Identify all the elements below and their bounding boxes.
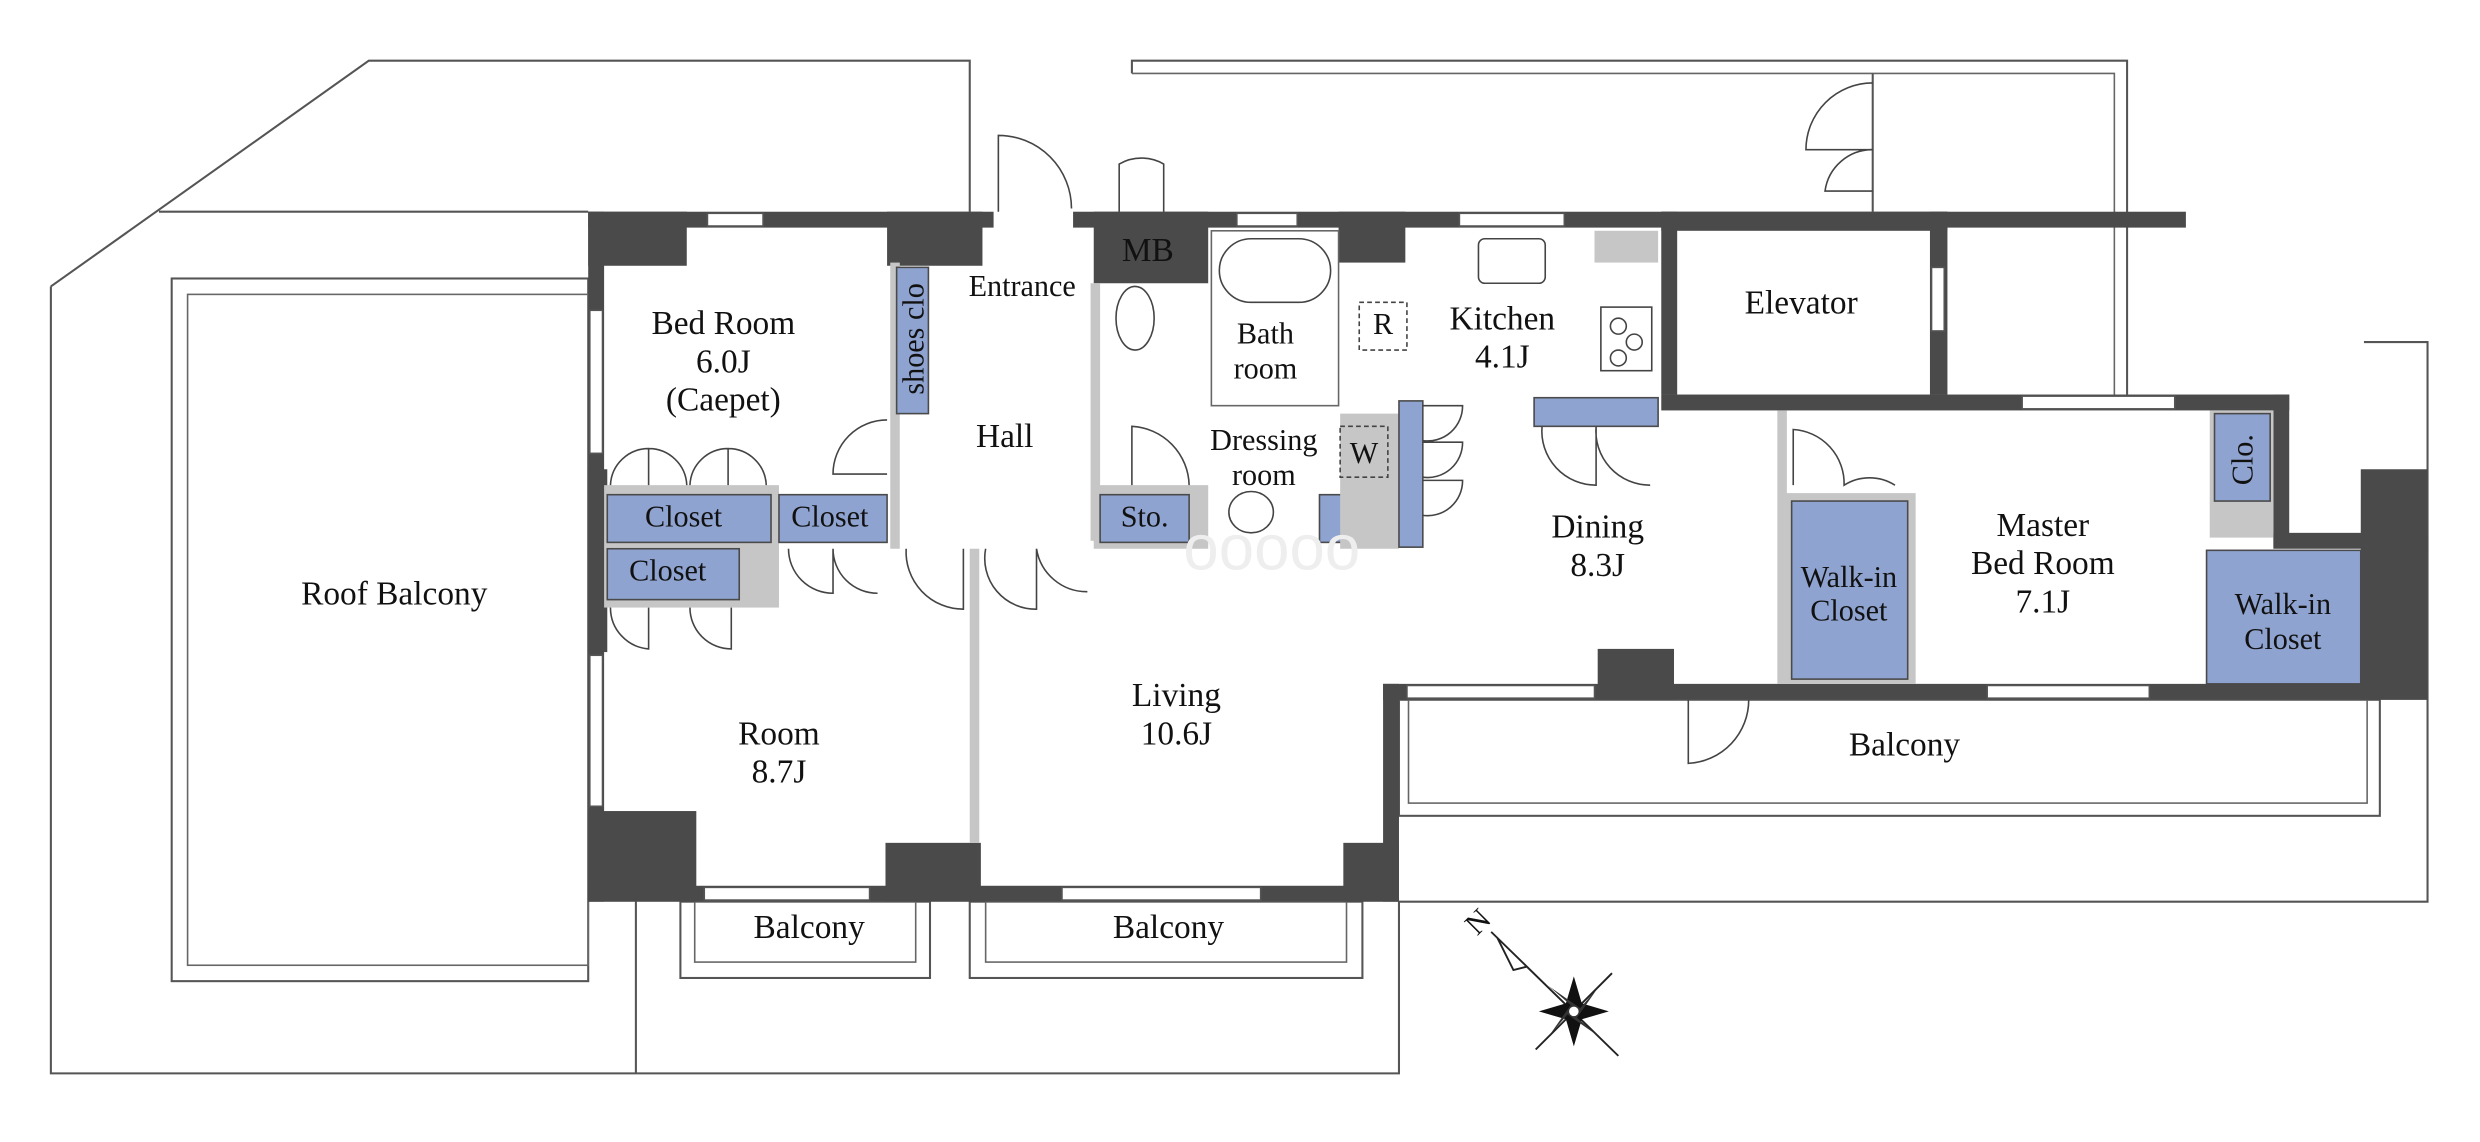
closets (604, 230, 2362, 685)
living-label: Living (1132, 677, 1221, 714)
bed-room-label: Bed Room (651, 305, 795, 342)
watermark: ooooo (1183, 512, 1360, 583)
bath-room-label-2: room (1234, 352, 1298, 386)
walk-in-closet-1-label-1: Walk-in (1801, 560, 1898, 594)
room-label: Room (738, 715, 820, 752)
balcony-right-label: Balcony (1849, 726, 1961, 763)
walk-in-closet-2-label-1: Walk-in (2235, 587, 2332, 621)
windows (588, 212, 2176, 901)
roof-balcony-label: Roof Balcony (301, 575, 488, 612)
closet-2-label: Closet (791, 499, 869, 533)
closet-1-label: Closet (645, 499, 723, 533)
master-bed-room-label-1: Master (1996, 507, 2089, 544)
bed-room-note: (Caepet) (666, 381, 781, 418)
washer-label: W (1350, 436, 1379, 470)
closet-3-label: Closet (629, 554, 707, 588)
bed-room-size: 6.0J (696, 343, 751, 380)
kitchen-size: 4.1J (1475, 339, 1530, 376)
fixtures (1115, 230, 1653, 534)
hall-label: Hall (976, 418, 1033, 455)
compass-north-label: N (1458, 902, 1498, 942)
dressing-room-label-2: room (1232, 458, 1296, 492)
walk-in-closet-2-label-2: Closet (2244, 622, 2322, 656)
shoes-closet-label: shoes clo (897, 283, 931, 395)
storage-label: Sto. (1121, 499, 1169, 533)
room-labels: Bed Room 6.0J (Caepet) Entrance shoes cl… (301, 232, 2331, 946)
master-bed-room-label-2: Bed Room (1971, 545, 2115, 582)
doors (609, 134, 1896, 765)
kitchen-label: Kitchen (1449, 300, 1555, 337)
balcony-center-label: Balcony (1113, 909, 1225, 946)
mb-label: MB (1122, 232, 1174, 269)
elevator-label: Elevator (1745, 284, 1858, 321)
bath-room-label-1: Bath (1237, 317, 1294, 351)
entrance-label: Entrance (969, 269, 1076, 303)
room-size: 8.7J (752, 753, 807, 790)
living-size: 10.6J (1141, 715, 1212, 752)
dining-size: 8.3J (1570, 547, 1625, 584)
dressing-room-label-1: Dressing (1210, 423, 1317, 457)
balcony-left-label: Balcony (754, 909, 866, 946)
dining-label: Dining (1551, 509, 1644, 546)
clo-label: Clo. (2226, 434, 2260, 485)
compass-rose-icon: N (1458, 902, 1620, 1057)
fridge-label: R (1373, 307, 1394, 341)
walk-in-closet-1-label-2: Closet (1810, 593, 1888, 627)
master-bed-room-size: 7.1J (2015, 583, 2070, 620)
